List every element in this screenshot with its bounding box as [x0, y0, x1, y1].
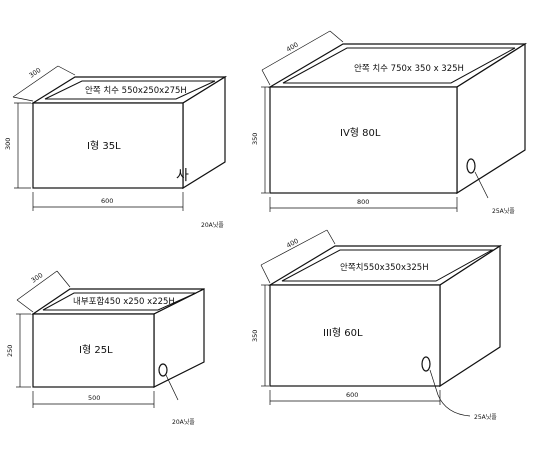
tank-3-width-dim: 500 [88, 394, 100, 402]
tank-1-outlet-mark: 사 [176, 168, 189, 184]
tank-4-outlet-nipple [421, 356, 431, 372]
tank-2-fitting: 25A닛플 [492, 207, 515, 215]
tank-2-front-face [269, 86, 458, 194]
tank-1-name: I형 35L [87, 140, 121, 152]
tank-3-outlet-nipple [158, 363, 168, 377]
tank-1-height-dim: 300 [4, 138, 12, 150]
tank-4-width-dim: 600 [346, 391, 358, 399]
tank-1-width-dim: 600 [101, 197, 113, 205]
tank-2-inner-size: 안쪽 치수 750x 350 x 325H [354, 63, 464, 74]
tank-4-inner-size: 안쪽치550x350x325H [340, 262, 429, 273]
tank-1-depth-dim: 300 [28, 66, 43, 80]
tank-1-inner-size: 안쪽 치수 550x250x275H [85, 85, 187, 96]
tank-4-fitting: 25A닛플 [474, 413, 497, 421]
tank-1-depth-dim-line [12, 65, 59, 98]
tank-3-depth-dim-line [16, 270, 58, 301]
tank-1-inner-rim [44, 80, 216, 100]
tank-4-height-dim: 350 [251, 330, 259, 342]
tank-3-depth-dim: 300 [30, 271, 45, 285]
tank-2-outlet-nipple [466, 158, 476, 174]
tank-2: 안쪽 치수 750x 350 x 325H IV형 80L 400 350 80… [251, 30, 528, 215]
tank-3-name: I형 25L [79, 344, 113, 356]
tank-4: 안쪽치550x350x325H III형 60L 400 350 600 25A… [251, 229, 503, 421]
tank-3: 내부포함450 x250 x225H I형 25L 300 250 500 20… [6, 270, 205, 426]
tank-3-inner-size: 내부포함450 x250 x225H [73, 297, 175, 307]
tank-2-depth-dim: 400 [285, 41, 300, 54]
tank-4-inner-rim [281, 249, 494, 282]
tank-2-width-dim: 800 [357, 198, 369, 206]
tank-2-depth-dim-line [261, 30, 331, 71]
tank-4-name: III형 60L [323, 327, 363, 339]
tank-3-fitting: 20A닛플 [172, 418, 195, 426]
tank-2-inner-rim [282, 47, 516, 84]
tank-4-front-face [269, 284, 441, 387]
tank-3-inner-rim [42, 292, 197, 311]
tank-2-height-dim: 350 [251, 133, 259, 145]
tank-2-name: IV형 80L [340, 127, 381, 139]
tank-4-depth-dim: 400 [285, 237, 300, 250]
tank-1-fitting: 20A닛플 [201, 221, 224, 229]
tank-1: 안쪽 치수 550x250x275H I형 35L 사 300 300 600 … [4, 65, 228, 229]
tank-4-depth-dim-line [260, 229, 328, 266]
tank-3-front-face [32, 313, 155, 388]
tank-3-height-dim: 250 [6, 345, 14, 357]
tank-1-front-face [32, 102, 184, 189]
